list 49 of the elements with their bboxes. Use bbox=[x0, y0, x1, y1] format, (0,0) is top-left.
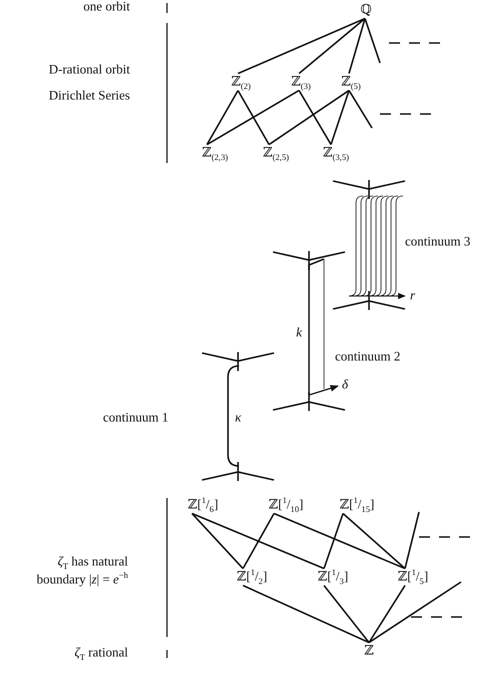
variable-label: k bbox=[296, 326, 302, 340]
continuum-label: continuum 2 bbox=[335, 350, 400, 364]
ring-label: ℤ[$^{1}$/$_{5}$] bbox=[398, 570, 428, 584]
ring-label: ℤ$_{(2,5)}$ bbox=[263, 146, 289, 160]
lattice-line bbox=[191, 512, 244, 570]
side-label: D-rational orbit bbox=[48, 62, 130, 78]
variable-label: r bbox=[410, 288, 416, 304]
lattice-line bbox=[274, 512, 406, 570]
side-label: Dirichlet Series bbox=[48, 88, 130, 104]
ring-label: ℤ$_{(5)}$ bbox=[341, 74, 361, 90]
ring-label: ℤ[$^{1}$/$_{10}$] bbox=[268, 498, 304, 512]
lattice-line bbox=[323, 584, 370, 644]
ring-label: ℤ$_{(2,3)}$ bbox=[202, 146, 228, 160]
continuum-label: continuum 1 bbox=[103, 410, 168, 426]
ring-label: ℤ$_{(3)}$ bbox=[291, 74, 311, 90]
lattice-line bbox=[330, 90, 350, 145]
lattice-line bbox=[404, 512, 420, 569]
lattice-line bbox=[242, 584, 370, 644]
lattice-line bbox=[206, 90, 239, 145]
side-label: boundary |z| = e$^{−h}$ bbox=[36, 572, 128, 588]
ring-label: ℤ[$^{1}$/$_{6}$] bbox=[188, 498, 218, 512]
ring-label: ℤ bbox=[364, 644, 374, 658]
lattice-line bbox=[242, 513, 275, 569]
ring-label: ℤ$_{(3,5)}$ bbox=[323, 146, 349, 160]
variable-label: δ bbox=[342, 378, 348, 392]
lattice-line bbox=[368, 585, 406, 643]
lattice-line bbox=[368, 581, 462, 644]
ring-label: ℚ bbox=[360, 2, 372, 18]
lattice-line bbox=[192, 512, 324, 570]
side-label: ζ$_{T}$ has natural bbox=[58, 554, 128, 570]
lattice-line bbox=[238, 18, 366, 74]
ring-label: ℤ[$^{1}$/$_{15}$] bbox=[340, 498, 374, 512]
continuum-label: continuum 3 bbox=[405, 234, 470, 250]
ring-label: ℤ$_{(2)}$ bbox=[231, 74, 251, 90]
lattice-line bbox=[348, 90, 373, 128]
lattice-line bbox=[364, 18, 381, 64]
lattice-line bbox=[298, 90, 332, 145]
lattice-line bbox=[323, 513, 344, 569]
side-label: ζ$_{T}$ rational bbox=[74, 646, 128, 660]
lattice-line bbox=[268, 90, 350, 146]
lattice-line bbox=[342, 512, 406, 570]
lattice-line bbox=[237, 90, 270, 145]
ring-label: ℤ[$^{1}$/$_{2}$] bbox=[236, 570, 268, 584]
variable-label: κ bbox=[235, 410, 242, 426]
lattice-line bbox=[298, 18, 366, 74]
ring-label: ℤ[$^{1}$/$_{3}$] bbox=[318, 570, 348, 584]
side-label: one orbit bbox=[83, 0, 130, 14]
lattice-line bbox=[348, 18, 366, 74]
lattice-line bbox=[206, 90, 300, 146]
